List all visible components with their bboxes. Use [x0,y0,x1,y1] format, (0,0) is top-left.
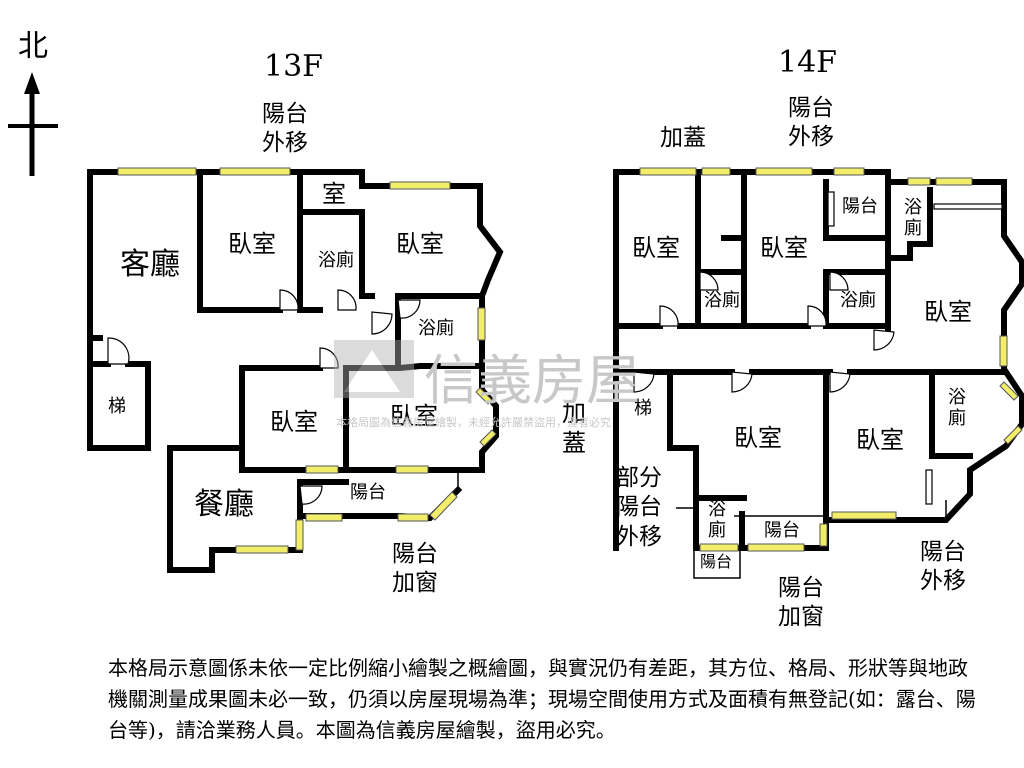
floor13-stairs: 梯 [108,396,126,417]
floor13-bedroom-3: 臥室 [270,408,318,436]
floor14-balcony-box: 陽台 [700,552,733,571]
floor13-walls [87,169,504,573]
floor13-living-room: 客廳 [120,247,180,282]
floor14-bedroom-1: 臥室 [632,234,680,262]
floor14-addition-top: 加蓋 [660,125,706,151]
floor13-utility-room: 室 [322,180,346,208]
floor13-balcony: 陽台 [350,482,386,503]
watermark-note: 本格局圖為信義房屋繪製，未經允許嚴禁盜用，違者必究 [336,416,611,429]
floor14-bath-5: 浴 廁 [708,499,726,541]
floor14-balcony-move-top: 陽台 外移 [788,95,834,151]
floor14-bath-1: 浴廁 [704,290,740,311]
floor14-bedroom-3: 臥室 [924,298,972,326]
floor14-stairs: 梯 [634,398,652,419]
floor14-partial-balcony-move: 部分 陽台 外移 [616,465,662,550]
north-label: 北 [18,29,48,64]
floor14-balcony-small: 陽台 [842,196,878,217]
floor14-balcony-mid: 陽台 [764,520,800,541]
floor13-dining-room: 餐廳 [194,487,254,522]
floor14-bath-2: 浴廁 [840,290,876,311]
footer-disclaimer: 本格局示意圖係未依一定比例縮小繪製之概繪圖，與實況仍有差距，其方位、格局、形狀等… [108,656,976,742]
watermark-logo-icon [334,340,414,398]
floor14-bedroom-5: 臥室 [856,426,904,454]
watermark-brand: 信義房屋 [424,349,640,412]
floor13-bedroom-2: 臥室 [396,230,444,258]
floor14-bedroom-2: 臥室 [760,234,808,262]
floor14-bath-3: 浴 廁 [904,197,922,239]
floor13-balcony-move-top: 陽台 外移 [262,101,308,157]
floor14-bath-4: 浴 廁 [948,387,966,429]
floor13-title: 13F [264,49,323,84]
floor14-balcony-window: 陽台 加窗 [778,575,824,631]
floor14-title: 14F [778,45,837,80]
floor13-doors [107,289,421,505]
floor13-bath-1: 浴廁 [318,250,354,271]
floor14-windows [639,167,1023,552]
floor13-balcony-window: 陽台 加窗 [392,541,438,597]
floor14-walls [613,169,1024,579]
floor13-bath-2: 浴廁 [418,318,454,339]
floor13-bedroom-4: 臥室 [390,402,438,430]
north-arrow-icon [8,72,58,176]
floor14-addition-left: 加 蓋 [562,399,586,457]
floor14-bedroom-4: 臥室 [734,424,782,452]
floor14-doors [633,191,1003,520]
floor14-balcony-move-right: 陽台 外移 [920,539,966,595]
floor13-bedroom-1: 臥室 [228,230,276,258]
floor13-windows [117,167,497,554]
